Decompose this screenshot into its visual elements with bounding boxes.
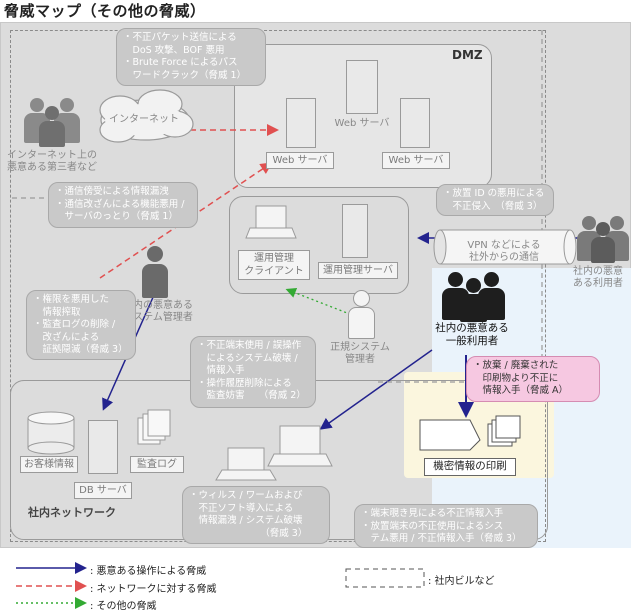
server-icon — [342, 204, 368, 258]
remote-user-group-icon — [576, 216, 631, 266]
internet-attacker-label: インターネット上の悪意ある第三者など — [7, 150, 97, 173]
attacker-group-icon — [22, 96, 82, 148]
legit-admin-icon — [346, 288, 376, 340]
legend-dashed-label: : 社内ビルなど — [428, 576, 495, 587]
audit-log-pages — [137, 409, 171, 445]
malicious-admin-label: 社内の悪意あるシステム管理者 — [123, 300, 193, 323]
dmz-label: DMZ — [452, 48, 483, 62]
internet-label: インターネット — [109, 114, 179, 125]
threat-callout: ・ウィルス / ワームおよび 不正ソフト導入による 情報漏洩 / システム破壊 … — [182, 486, 330, 544]
threat-callout: ・不正端末使用 / 誤操作 によるシステム破壊 / 情報入手・操作履歴削除による… — [190, 336, 316, 408]
printer-output — [419, 415, 521, 451]
threat-callout: ・放置 ID の悪用による 不正侵入 （脅威 3） — [436, 184, 554, 216]
threat-callout: ・不正パケット送信による DoS 攻撃、BOF 悪用・Brute Force に… — [116, 28, 266, 86]
server-icon — [346, 60, 378, 114]
malicious-user-label: 社内の悪意ある一般利用者 — [435, 322, 509, 347]
server-icon — [286, 98, 316, 148]
legend-dashed-box — [345, 568, 425, 588]
page-title: 脅威マップ（その他の脅威） — [4, 2, 206, 20]
threat-callout: ・端末覗き見による不正情報入手・放置端末の不正使用によるシス テム悪用 / 不正… — [354, 504, 538, 548]
legend-blue-label: : 悪意ある操作による脅威 — [90, 566, 207, 577]
internet-cloud — [99, 89, 194, 143]
web-server-label: Web サーバ — [266, 152, 334, 169]
ops-zone — [229, 196, 409, 294]
malicious-admin-icon — [140, 244, 170, 300]
web-server-label: Web サーバ — [334, 118, 390, 129]
ops-server-label: 運用管理サーバ — [318, 262, 398, 279]
vpn-pipe — [433, 229, 577, 265]
terminal-left — [215, 447, 277, 481]
audit-log-label: 監査ログ — [130, 456, 184, 473]
malicious-remote-user-label: 社内の悪意ある利用者 — [573, 266, 623, 289]
legend-markers — [16, 562, 425, 609]
ops-client-label: 運用管理クライアント — [238, 250, 310, 280]
terminal-right — [267, 425, 333, 467]
threat-callout-highlighted: ・放棄 / 廃棄された 印刷物より不正に 情報入手（脅威 A） — [466, 356, 600, 402]
malicious-user-group-icon — [440, 272, 510, 324]
legit-admin-label: 正規システム管理者 — [330, 342, 390, 365]
internal-network-label: 社内ネットワーク — [28, 506, 116, 519]
web-server-label: Web サーバ — [382, 152, 450, 169]
db-server-label: DB サーバ — [74, 482, 132, 499]
server-icon — [400, 98, 430, 148]
confidential-print-label: 機密情報の印刷 — [424, 458, 516, 476]
threat-callout: ・権限を悪用した 情報搾取・監査ログの削除 / 改ざんによる 証拠隠滅（脅威 3… — [26, 290, 136, 360]
legend-green-label: : その他の脅威 — [90, 601, 157, 612]
threat-malicious-arrow — [319, 349, 433, 430]
ops-client-terminal — [245, 205, 297, 239]
legend-red-label: : ネットワークに対する脅威 — [90, 584, 217, 595]
db-cylinder — [27, 411, 75, 455]
customer-info-label: お客様情報 — [20, 456, 78, 473]
threat-callout: ・通信傍受による情報漏洩・通信改ざんによる機能悪用 / サーバのっとり（脅威 1… — [48, 182, 198, 228]
vpn-label: VPN などによる社外からの通信 — [467, 240, 541, 263]
server-icon — [88, 420, 118, 474]
